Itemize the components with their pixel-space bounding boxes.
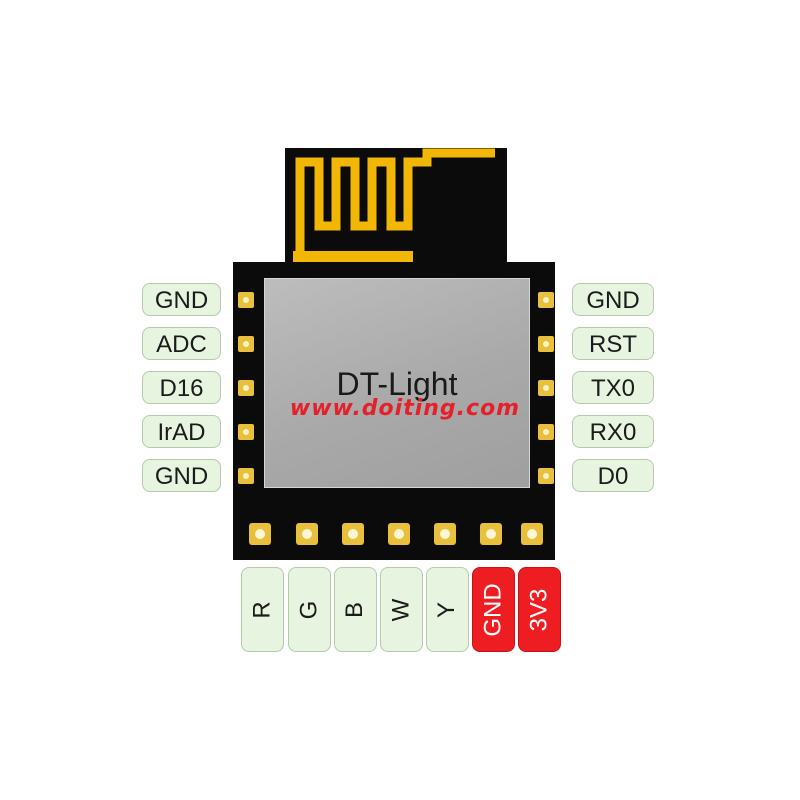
left-pad-4 xyxy=(238,424,254,440)
pin-label-text: W xyxy=(387,598,415,621)
pin-label-adc: ADC xyxy=(142,327,221,360)
pin-label-r: R xyxy=(241,567,284,652)
pin-label-rst: RST xyxy=(572,327,654,360)
pin-label-d16: D16 xyxy=(142,371,221,404)
pin-label-text: R xyxy=(248,600,276,619)
right-pad-2 xyxy=(538,336,554,352)
bottom-pad-2 xyxy=(296,523,318,545)
bottom-pad-1 xyxy=(249,523,271,545)
bottom-pad-7 xyxy=(521,523,543,545)
pin-label-d0: D0 xyxy=(572,459,654,492)
watermark-text: www.doiting.com xyxy=(289,396,521,421)
pin-label-rx0: RX0 xyxy=(572,415,654,448)
left-pad-2 xyxy=(238,336,254,352)
pin-label-irad: IrAD xyxy=(142,415,221,448)
pcb-antenna-trace xyxy=(293,148,495,262)
left-pad-5 xyxy=(238,468,254,484)
right-pad-5 xyxy=(538,468,554,484)
pin-label-text: 3V3 xyxy=(525,588,553,631)
pin-label-tx0: TX0 xyxy=(572,371,654,404)
bottom-pad-6 xyxy=(480,523,502,545)
left-pad-3 xyxy=(238,380,254,396)
pin-label-text: B xyxy=(341,601,369,618)
pin-label-w: W xyxy=(380,567,423,652)
pin-label-gnd: GND xyxy=(142,459,221,492)
bottom-pad-3 xyxy=(342,523,364,545)
bottom-pad-4 xyxy=(388,523,410,545)
bottom-pad-5 xyxy=(434,523,456,545)
pin-label-g: G xyxy=(288,567,331,652)
pin-label-text: GND xyxy=(479,582,507,637)
rf-shield-can xyxy=(264,278,530,488)
module-name: DT-Light xyxy=(336,366,458,402)
pin-label-y: Y xyxy=(426,567,469,652)
pin-label-gnd: GND xyxy=(142,283,221,316)
right-pad-3 xyxy=(538,380,554,396)
pin-label-3v3: 3V3 xyxy=(518,567,561,652)
right-pad-4 xyxy=(538,424,554,440)
left-pad-1 xyxy=(238,292,254,308)
right-pad-1 xyxy=(538,292,554,308)
pin-label-text: G xyxy=(295,600,323,619)
pin-label-b: B xyxy=(334,567,377,652)
pin-label-text: Y xyxy=(433,601,461,618)
pin-label-gnd-power: GND xyxy=(472,567,515,652)
pin-label-gnd: GND xyxy=(572,283,654,316)
